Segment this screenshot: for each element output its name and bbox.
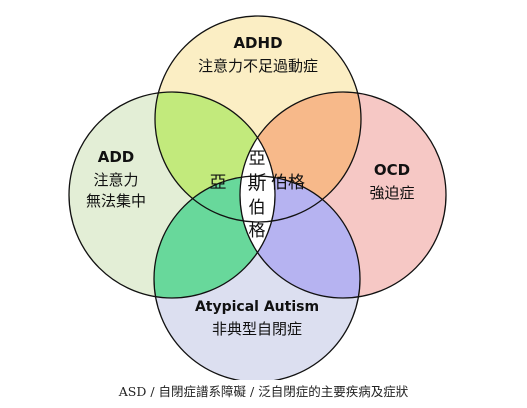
center-char-right: 伯格	[271, 173, 305, 193]
center-char-left: 亞	[210, 173, 227, 193]
atypical-autism-circle-outline	[153, 175, 361, 380]
circle-outlines	[68, 15, 447, 380]
ocd-circle-outline	[239, 91, 447, 299]
center-char-bottom-1: 伯	[249, 198, 266, 218]
add-subtitle-line2: 無法集中	[86, 192, 146, 210]
add-title: ADD	[98, 148, 135, 166]
venn-diagram: ADHD 注意力不足過動症 ADD 注意力 無法集中 OCD 強迫症 Atypi…	[68, 15, 447, 380]
atypical-autism-subtitle: 非典型自閉症	[212, 320, 302, 338]
center-char-bottom-2: 格	[249, 221, 266, 241]
center-char-middle: 斯	[247, 172, 266, 194]
center-char-top: 亞	[249, 149, 266, 169]
add-subtitle-line1: 注意力	[93, 171, 138, 189]
adhd-subtitle: 注意力不足過動症	[198, 57, 318, 75]
add-circle-outline	[68, 91, 276, 299]
ocd-title: OCD	[374, 161, 410, 179]
figure-caption: ASD / 自閉症譜系障礙 / 泛自閉症的主要疾病及症狀	[118, 384, 409, 399]
ocd-subtitle: 強迫症	[369, 184, 414, 202]
atypical-autism-title: Atypical Autism	[195, 299, 319, 315]
adhd-circle-outline	[154, 15, 362, 223]
adhd-title: ADHD	[233, 34, 282, 52]
